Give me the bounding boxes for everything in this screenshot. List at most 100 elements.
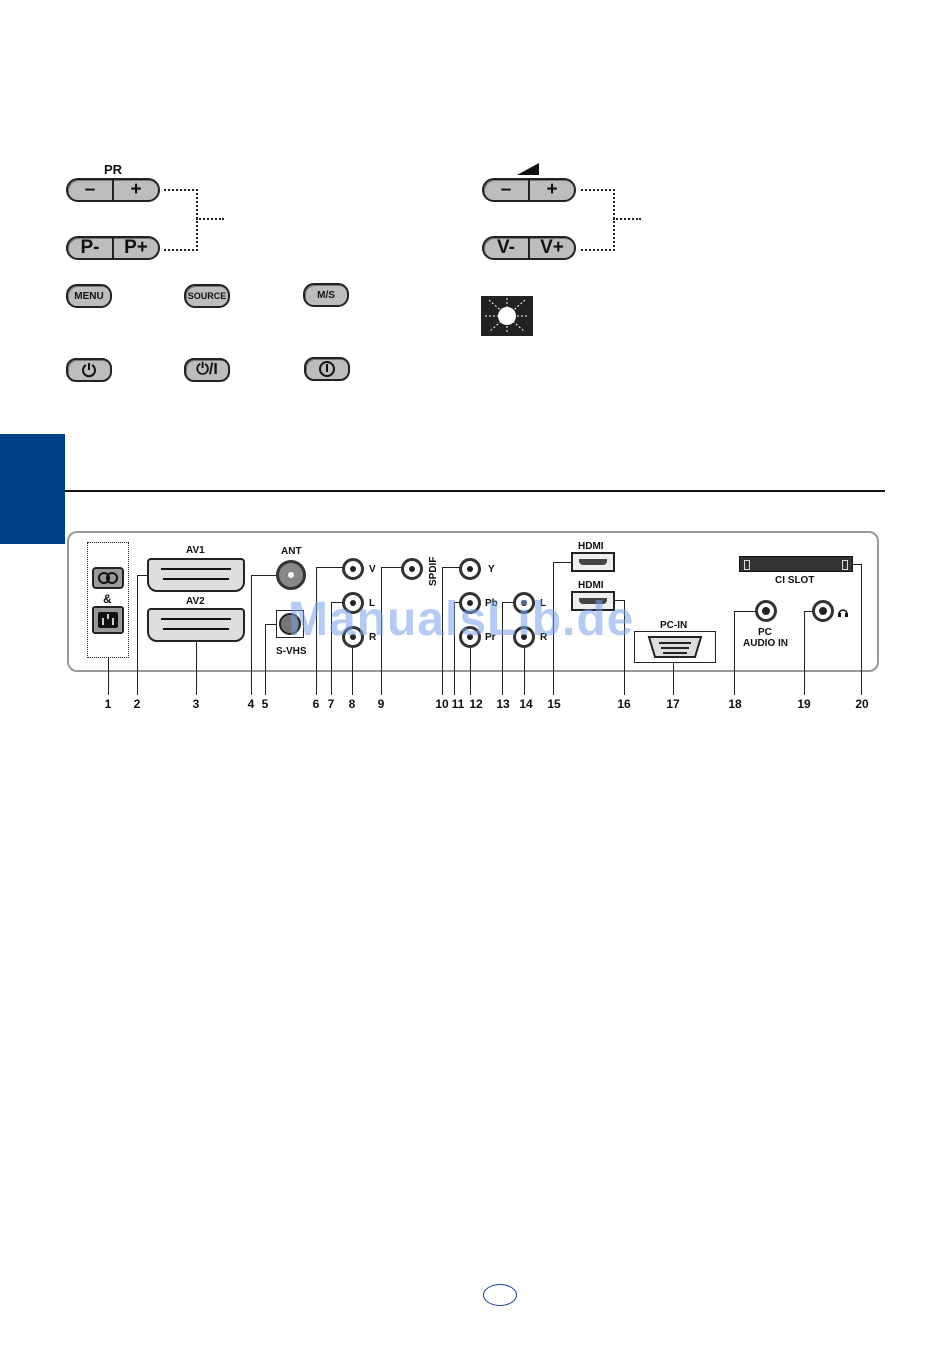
vga-icon [635, 632, 715, 662]
vol-button-pair[interactable]: – + [482, 178, 576, 202]
callout-17: 17 [661, 697, 685, 711]
p-plus-button[interactable]: P+ [112, 238, 158, 258]
callout-1: 1 [96, 697, 120, 711]
leader-19h [804, 611, 813, 612]
av1-scart [147, 558, 245, 592]
antenna-socket [276, 560, 306, 590]
leader-2 [137, 575, 138, 695]
pr-minus-button[interactable]: – [68, 180, 112, 200]
callout-2: 2 [125, 697, 149, 711]
callout-8: 8 [340, 697, 364, 711]
leader-4h [251, 575, 277, 576]
ms-button[interactable]: M/S [303, 283, 349, 307]
p-button-pair[interactable]: P- P+ [66, 236, 160, 260]
av2-label: AV2 [186, 596, 205, 607]
leader-1 [108, 658, 109, 695]
av1-label: AV1 [186, 545, 205, 556]
power-socket-fig8 [92, 567, 124, 589]
pr-button-pair[interactable]: – + [66, 178, 160, 202]
callout-20: 20 [850, 697, 874, 711]
bracket-left-stem [196, 218, 224, 220]
pr-label: PR [104, 162, 122, 177]
standby-button[interactable] [66, 358, 112, 382]
callout-12: 12 [464, 697, 488, 711]
page-marker-oval [483, 1284, 517, 1306]
leader-18 [734, 611, 735, 695]
v-button-pair[interactable]: V- V+ [482, 236, 576, 260]
callout-5: 5 [253, 697, 277, 711]
callout-16: 16 [612, 697, 636, 711]
section-tab [0, 434, 65, 544]
rca-y [459, 558, 481, 580]
callout-9: 9 [369, 697, 393, 711]
p-minus-button[interactable]: P- [68, 238, 112, 258]
volume-ramp-icon [517, 163, 539, 175]
headphone-jack [812, 600, 834, 622]
hdmi-bottom-label: HDMI [578, 580, 604, 591]
watermark: ManualsLib.de [288, 592, 634, 647]
leader-8 [352, 648, 353, 695]
leader-2h [137, 575, 149, 576]
leader-5 [265, 624, 266, 695]
leader-6h [316, 567, 343, 568]
callout-19: 19 [792, 697, 816, 711]
scart-pins-icon [149, 610, 243, 640]
v-plus-button[interactable]: V+ [528, 238, 574, 258]
power-icon [80, 361, 98, 379]
pc-audio-jack [755, 600, 777, 622]
source-button[interactable]: SOURCE [184, 284, 230, 308]
hdmi-top-label: HDMI [578, 541, 604, 552]
hdmi-port-top [571, 552, 615, 572]
leader-3 [196, 642, 197, 695]
v-minus-button[interactable]: V- [484, 238, 528, 258]
av2-scart [147, 608, 245, 642]
callout-18: 18 [723, 697, 747, 711]
rca-v [342, 558, 364, 580]
callout-14: 14 [514, 697, 538, 711]
ci-slot-label: CI SLOT [775, 575, 814, 586]
pc-in-label: PC-IN [660, 620, 687, 631]
led-indicator [481, 296, 533, 336]
led-light-icon [481, 296, 533, 336]
svhs-label: S-VHS [276, 646, 307, 657]
scart-pins-icon [149, 560, 243, 590]
leader-20h [852, 564, 861, 565]
leader-18h [734, 611, 756, 612]
rca-spdif [401, 558, 423, 580]
ci-slot [739, 556, 853, 572]
leader-20 [861, 564, 862, 695]
pc-audio-label-2: AUDIO IN [743, 638, 788, 649]
leader-14 [524, 648, 525, 695]
y-label: Y [488, 564, 495, 575]
bracket-right-stem [613, 218, 641, 220]
power-socket-iec [92, 606, 124, 634]
leader-12 [470, 648, 471, 695]
leader-9h [381, 567, 402, 568]
callout-15: 15 [542, 697, 566, 711]
bracket-left [164, 189, 198, 251]
leader-10h [442, 567, 460, 568]
vol-plus-button[interactable]: + [528, 180, 574, 200]
amp-label: & [103, 592, 112, 606]
power-slash-button[interactable]: ⏻/I [184, 358, 230, 382]
menu-button[interactable]: MENU [66, 284, 112, 308]
leader-5h [265, 624, 277, 625]
leader-19 [804, 611, 805, 695]
pc-audio-label-1: PC [758, 627, 772, 638]
leader-4 [251, 575, 252, 695]
callout-13: 13 [491, 697, 515, 711]
callout-3: 3 [184, 697, 208, 711]
spdif-label: SPDIF [428, 557, 439, 586]
power-circle-icon [318, 360, 336, 378]
vga-port [634, 631, 716, 663]
main-power-button[interactable] [304, 357, 350, 381]
iec-socket-icon [94, 608, 122, 632]
bracket-right [581, 189, 615, 251]
fig8-socket-icon [94, 569, 122, 587]
vol-minus-button[interactable]: – [484, 180, 528, 200]
pr-plus-button[interactable]: + [112, 180, 158, 200]
leader-17 [673, 663, 674, 695]
section-rule [65, 490, 885, 492]
ant-label: ANT [281, 546, 302, 557]
v-label: V [369, 564, 376, 575]
